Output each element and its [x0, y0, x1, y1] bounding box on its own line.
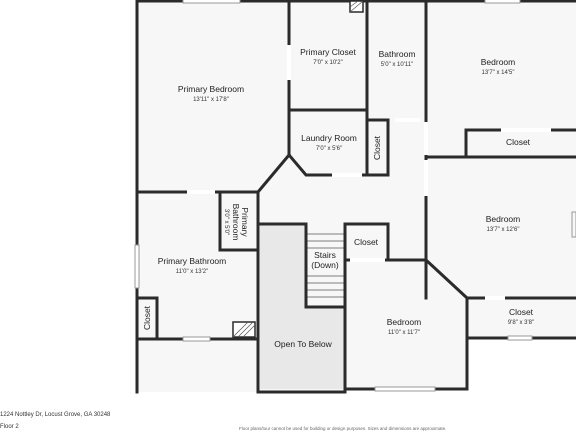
chase-hatch: [232, 0, 364, 338]
open-to-below-name: Open To Below: [274, 339, 332, 349]
bedroom-2-name: Bedroom: [486, 214, 521, 224]
closet-1-name: Closet: [506, 137, 531, 147]
stair-treads: [307, 233, 344, 298]
primary-closet-name: Primary Closet: [300, 47, 356, 57]
primary-bedroom-dims: 13'11" x 17'8": [193, 97, 229, 103]
laundry-room-name: Laundry Room: [301, 133, 357, 143]
bedroom-3-dims: 11'0" x 11'7": [388, 330, 420, 336]
primary-bathroom-dims: 11'0" x 13'2": [176, 269, 208, 275]
bedroom-1-name: Bedroom: [481, 57, 516, 67]
closet-4-name: Closet: [509, 307, 534, 317]
bedroom-2-dims: 13'7" x 12'6": [487, 227, 520, 233]
bedroom-3-name: Bedroom: [387, 317, 422, 327]
closet-4-dims: 9'8" x 3'8": [508, 320, 534, 326]
disclaimer-text: Floor plans/tour cannot be used for buil…: [239, 426, 447, 431]
primary-bedroom-name: Primary Bedroom: [178, 84, 244, 94]
stairs-name-2: (Down): [311, 260, 339, 270]
room-labels: Primary Bedroom 13'11" x 17'8" Primary C…: [142, 47, 534, 349]
floor-fill: [137, 1, 576, 392]
address-text: 1224 Nottley Dr, Locust Grove, GA 30248: [0, 412, 111, 418]
primary-bathroom-name: Primary Bathroom: [158, 256, 227, 266]
bathroom-name: Bathroom: [379, 49, 416, 59]
openings: [135, 0, 551, 391]
closet-5-name: Closet: [142, 305, 152, 330]
open-to-below-area: [260, 224, 345, 389]
closet-2-name: Closet: [372, 135, 382, 160]
primary-bathroom-small-dims: 3'0" x 5'0": [223, 209, 229, 235]
primary-bathroom-small-name-1: Primary: [240, 207, 250, 237]
bathroom-dims: 5'0" x 10'11": [381, 62, 413, 68]
primary-closet-dims: 7'0" x 10'2": [313, 60, 343, 66]
closet-3-name: Closet: [354, 237, 379, 247]
floor-label: Floor 2: [0, 424, 19, 430]
primary-bathroom-small-name-2: Bathroom: [231, 204, 241, 241]
laundry-room-dims: 7'0" x 5'6": [316, 146, 342, 152]
bedroom-1-dims: 13'7" x 14'5": [482, 70, 515, 76]
window-marks: [134, 0, 576, 392]
stairs-name-1: Stairs: [314, 250, 336, 260]
